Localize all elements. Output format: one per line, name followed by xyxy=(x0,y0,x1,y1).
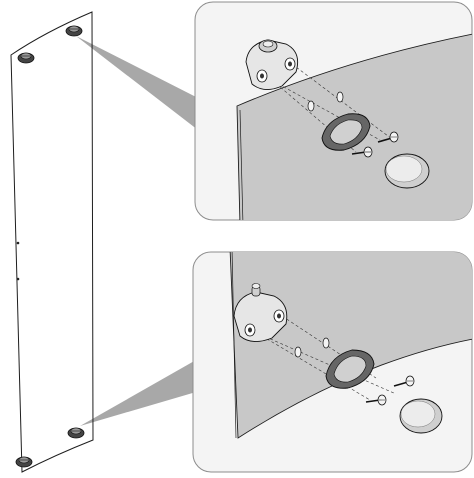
mirror-panel xyxy=(10,11,94,473)
panel-dot xyxy=(16,241,20,245)
mounting-pad xyxy=(321,113,371,151)
panel-hole xyxy=(322,337,330,349)
mounting-pad xyxy=(325,349,375,389)
panel-knob-top-right xyxy=(65,25,83,37)
cover-cap xyxy=(384,153,430,189)
panel-knob-bottom-left xyxy=(15,456,33,468)
bracket xyxy=(245,39,299,90)
panel-hole xyxy=(307,100,315,112)
top-detail-callout xyxy=(194,1,473,221)
panel-hole xyxy=(294,346,302,358)
screw xyxy=(393,375,415,387)
screw xyxy=(365,394,387,406)
bottom-leader-wedge xyxy=(80,360,196,426)
bracket xyxy=(233,283,288,342)
cover-cap xyxy=(399,398,443,434)
panel-dot xyxy=(16,277,20,281)
panel-knob-top-left xyxy=(17,52,35,64)
bottom-detail-callout xyxy=(192,251,473,473)
screw xyxy=(351,146,373,158)
panel-hole xyxy=(336,91,344,103)
screw xyxy=(377,131,399,143)
panel-knob-bottom-right xyxy=(67,427,85,439)
top-leader-wedge xyxy=(76,36,198,130)
